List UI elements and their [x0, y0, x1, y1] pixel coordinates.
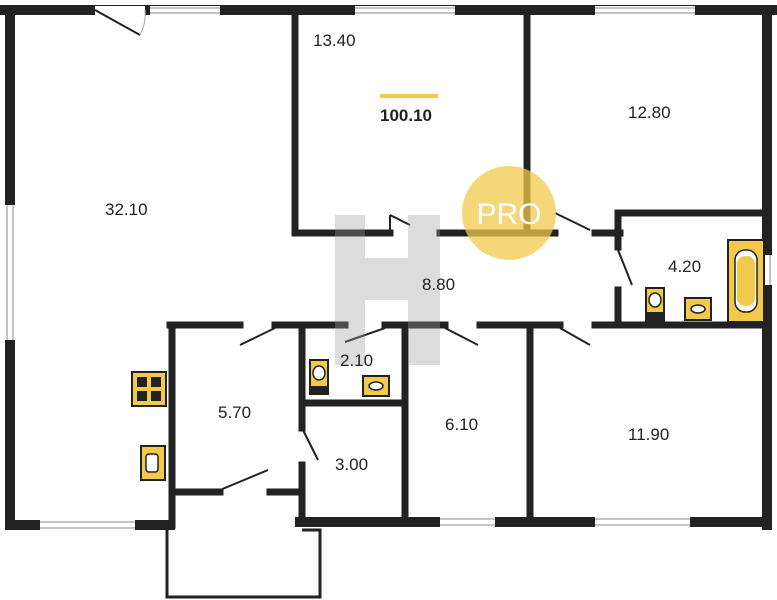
door-room-a: [239, 327, 276, 346]
door-balcony: [219, 469, 269, 491]
door-wc: [344, 327, 386, 343]
room-bedroom-bottom-area: 11.90: [628, 425, 669, 444]
total-area-value: 100.10: [380, 106, 432, 125]
room-c-area: 6.10: [445, 415, 478, 434]
doors: [94, 6, 633, 491]
door-bedroom-bottom: [559, 327, 591, 346]
room-bedroom-top-area: 13.40: [313, 31, 356, 50]
door-bath: [617, 249, 633, 286]
door-bedroom-right: [554, 212, 591, 231]
window-bottom-2: [440, 517, 495, 527]
room-living-area: 32.10: [105, 200, 148, 219]
kitchen-stove-icon: [131, 371, 167, 407]
room-wc-area: 2.10: [340, 351, 373, 370]
door-bedroom-top: [389, 214, 411, 233]
windows: [5, 6, 772, 530]
room-bedroom-right-area: 12.80: [628, 103, 671, 122]
watermark-pro-text: PRO: [476, 198, 541, 231]
door-room-b: [301, 427, 319, 461]
window-bottom-3: [595, 517, 690, 527]
room-b-area: 3.00: [335, 455, 368, 474]
toilet-icon: [645, 287, 665, 323]
washbasin-icon: [362, 375, 390, 397]
window-left: [5, 205, 15, 340]
balcony-outline: [165, 525, 322, 599]
door-room-c: [444, 327, 479, 346]
window-top-1: [150, 6, 220, 15]
room-a-area: 5.70: [218, 403, 251, 422]
inner-walls: [166, 6, 771, 529]
kitchen-sink-icon: [140, 445, 166, 481]
toilet-icon: [309, 359, 329, 395]
window-top-2: [355, 6, 455, 15]
washbasin-icon: [684, 297, 712, 321]
window-bottom-1: [40, 520, 135, 530]
total-area: 100.10: [380, 94, 438, 125]
window-top-3: [595, 6, 695, 15]
bathtub-icon: [727, 239, 765, 323]
door-entrance: [94, 6, 146, 36]
watermark-pro-badge: PRO: [462, 166, 556, 260]
room-bath-area: 4.20: [668, 257, 701, 276]
room-hall-area: 8.80: [422, 275, 455, 294]
total-area-bar: [380, 94, 438, 98]
watermark-letter-h: [335, 215, 440, 365]
